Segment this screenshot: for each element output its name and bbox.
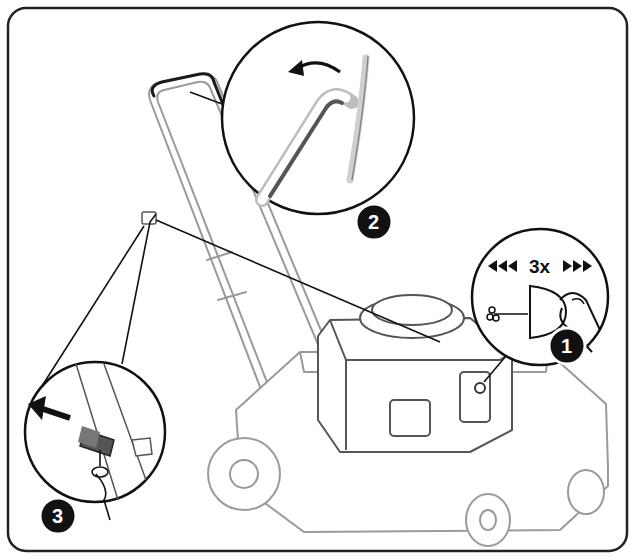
repeat-count: 3x <box>529 257 550 276</box>
callout-number: 2 <box>368 212 379 232</box>
callout-number: 3 <box>52 506 63 526</box>
callout-number: 1 <box>561 336 572 356</box>
